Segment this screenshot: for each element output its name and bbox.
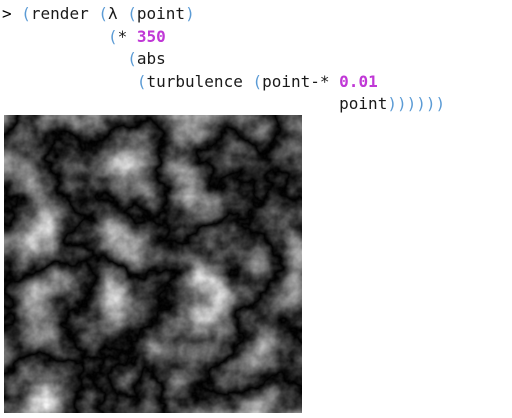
code-token xyxy=(2,27,108,46)
code-number: 350 xyxy=(136,26,166,46)
code-token xyxy=(2,49,127,68)
code-paren: ) xyxy=(185,4,195,23)
code-paren: ( xyxy=(252,71,263,91)
code-paren: ( xyxy=(98,4,108,23)
code-token: render xyxy=(30,4,99,23)
code-token xyxy=(2,94,339,113)
code-token: point xyxy=(136,4,186,23)
code-token: abs xyxy=(136,49,166,68)
code-paren: ( xyxy=(127,49,137,68)
code-line: > (render (λ (point) xyxy=(2,3,445,26)
code-paren: )))))) xyxy=(387,94,446,113)
code-line: (* 350 xyxy=(2,26,445,49)
code-token: turbulence xyxy=(146,71,253,91)
code-token: * xyxy=(117,26,137,46)
code-token: λ xyxy=(107,4,128,23)
code-token: point-* xyxy=(262,71,340,91)
repl-prompt: > xyxy=(2,4,22,23)
code-token xyxy=(2,72,137,91)
code-paren: ( xyxy=(127,4,137,23)
code-paren: ( xyxy=(136,71,147,91)
render-output-image xyxy=(4,115,302,413)
code-line: (abs xyxy=(2,48,445,71)
code-token: point xyxy=(339,94,388,113)
code-line: point)))))) xyxy=(2,93,445,116)
code-line: (turbulence (point-* 0.01 xyxy=(2,71,445,94)
code-paren: ( xyxy=(107,26,118,46)
code-paren: ( xyxy=(21,4,31,23)
code-number: 0.01 xyxy=(339,71,378,91)
repl-input-code[interactable]: > (render (λ (point) (* 350 (abs (turbul… xyxy=(2,3,445,116)
